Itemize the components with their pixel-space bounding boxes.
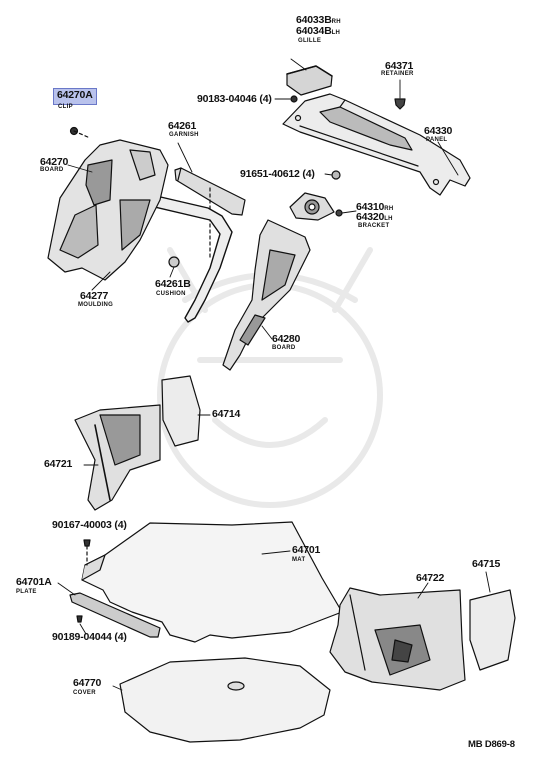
nut-91651[interactable]	[331, 170, 341, 180]
diagram-code: MB D869-8	[468, 739, 515, 750]
label-64701a: 64701A	[16, 576, 52, 588]
cushion-part[interactable]	[168, 256, 180, 268]
label-cushion: CUSHION	[156, 291, 186, 297]
label-64270a-highlighted[interactable]: 64270A	[53, 88, 97, 105]
label-64715: 64715	[472, 558, 501, 570]
label-retainer: RETAINER	[381, 71, 414, 77]
label-garnish: GARNISH	[169, 132, 199, 138]
label-90183: 90183-04046 (4)	[197, 93, 272, 105]
label-90167: 90167-40003 (4)	[52, 519, 127, 531]
label-64722: 64722	[416, 572, 445, 584]
screw-64310[interactable]	[335, 209, 343, 217]
trim-64721[interactable]	[74, 404, 161, 511]
grille-part[interactable]	[286, 65, 333, 96]
label-64270: 64270	[40, 156, 69, 168]
label-64371: 64371	[385, 60, 414, 72]
label-64261: 64261	[168, 120, 197, 132]
label-90189: 90189-04044 (4)	[52, 631, 127, 643]
label-bracket: BRACKET	[358, 223, 390, 229]
label-board-right: BOARD	[272, 345, 296, 351]
label-64280: 64280	[272, 333, 301, 345]
label-64714: 64714	[212, 408, 241, 420]
left-board-part[interactable]	[47, 139, 169, 281]
label-plate: PLATE	[16, 589, 37, 595]
label-64320: 64320LH	[356, 211, 393, 223]
label-64330: 64330	[424, 125, 453, 137]
label-64770: 64770	[73, 677, 102, 689]
bracket-part[interactable]	[289, 192, 335, 221]
screw-90183[interactable]	[290, 95, 298, 103]
label-moulding: MOULDING	[78, 302, 114, 308]
pad-64715[interactable]	[469, 589, 516, 671]
retainer-part[interactable]	[394, 98, 406, 110]
label-64721: 64721	[44, 458, 73, 470]
label-91651: 91651-40612 (4)	[240, 168, 315, 180]
clip-part[interactable]	[69, 126, 91, 139]
cover-part[interactable]	[119, 657, 331, 743]
label-panel: PANEL	[426, 137, 448, 143]
plate-part[interactable]	[69, 592, 161, 638]
pad-64714[interactable]	[161, 375, 201, 447]
right-board-part[interactable]	[222, 219, 311, 371]
label-64310: 64310RH	[356, 201, 394, 213]
label-mat: MAT	[292, 557, 306, 563]
screw-90167[interactable]	[83, 539, 91, 566]
garnish-part[interactable]	[174, 167, 246, 259]
label-glille: GLILLE	[298, 38, 322, 44]
side-trim-64722[interactable]	[329, 587, 466, 691]
label-board-left: BOARD	[40, 167, 64, 173]
leader-lines	[57, 58, 491, 691]
screw-90189[interactable]	[76, 615, 83, 623]
label-64261b: 64261B	[155, 278, 191, 290]
label-64701: 64701	[292, 544, 321, 556]
label-64033b: 64033BRH	[296, 14, 341, 26]
label-cover: COVER	[73, 690, 96, 696]
label-64277: 64277	[80, 290, 109, 302]
label-clip: CLIP	[58, 104, 73, 110]
label-64034b: 64034BLH	[296, 25, 341, 37]
panel-part[interactable]	[282, 93, 471, 196]
